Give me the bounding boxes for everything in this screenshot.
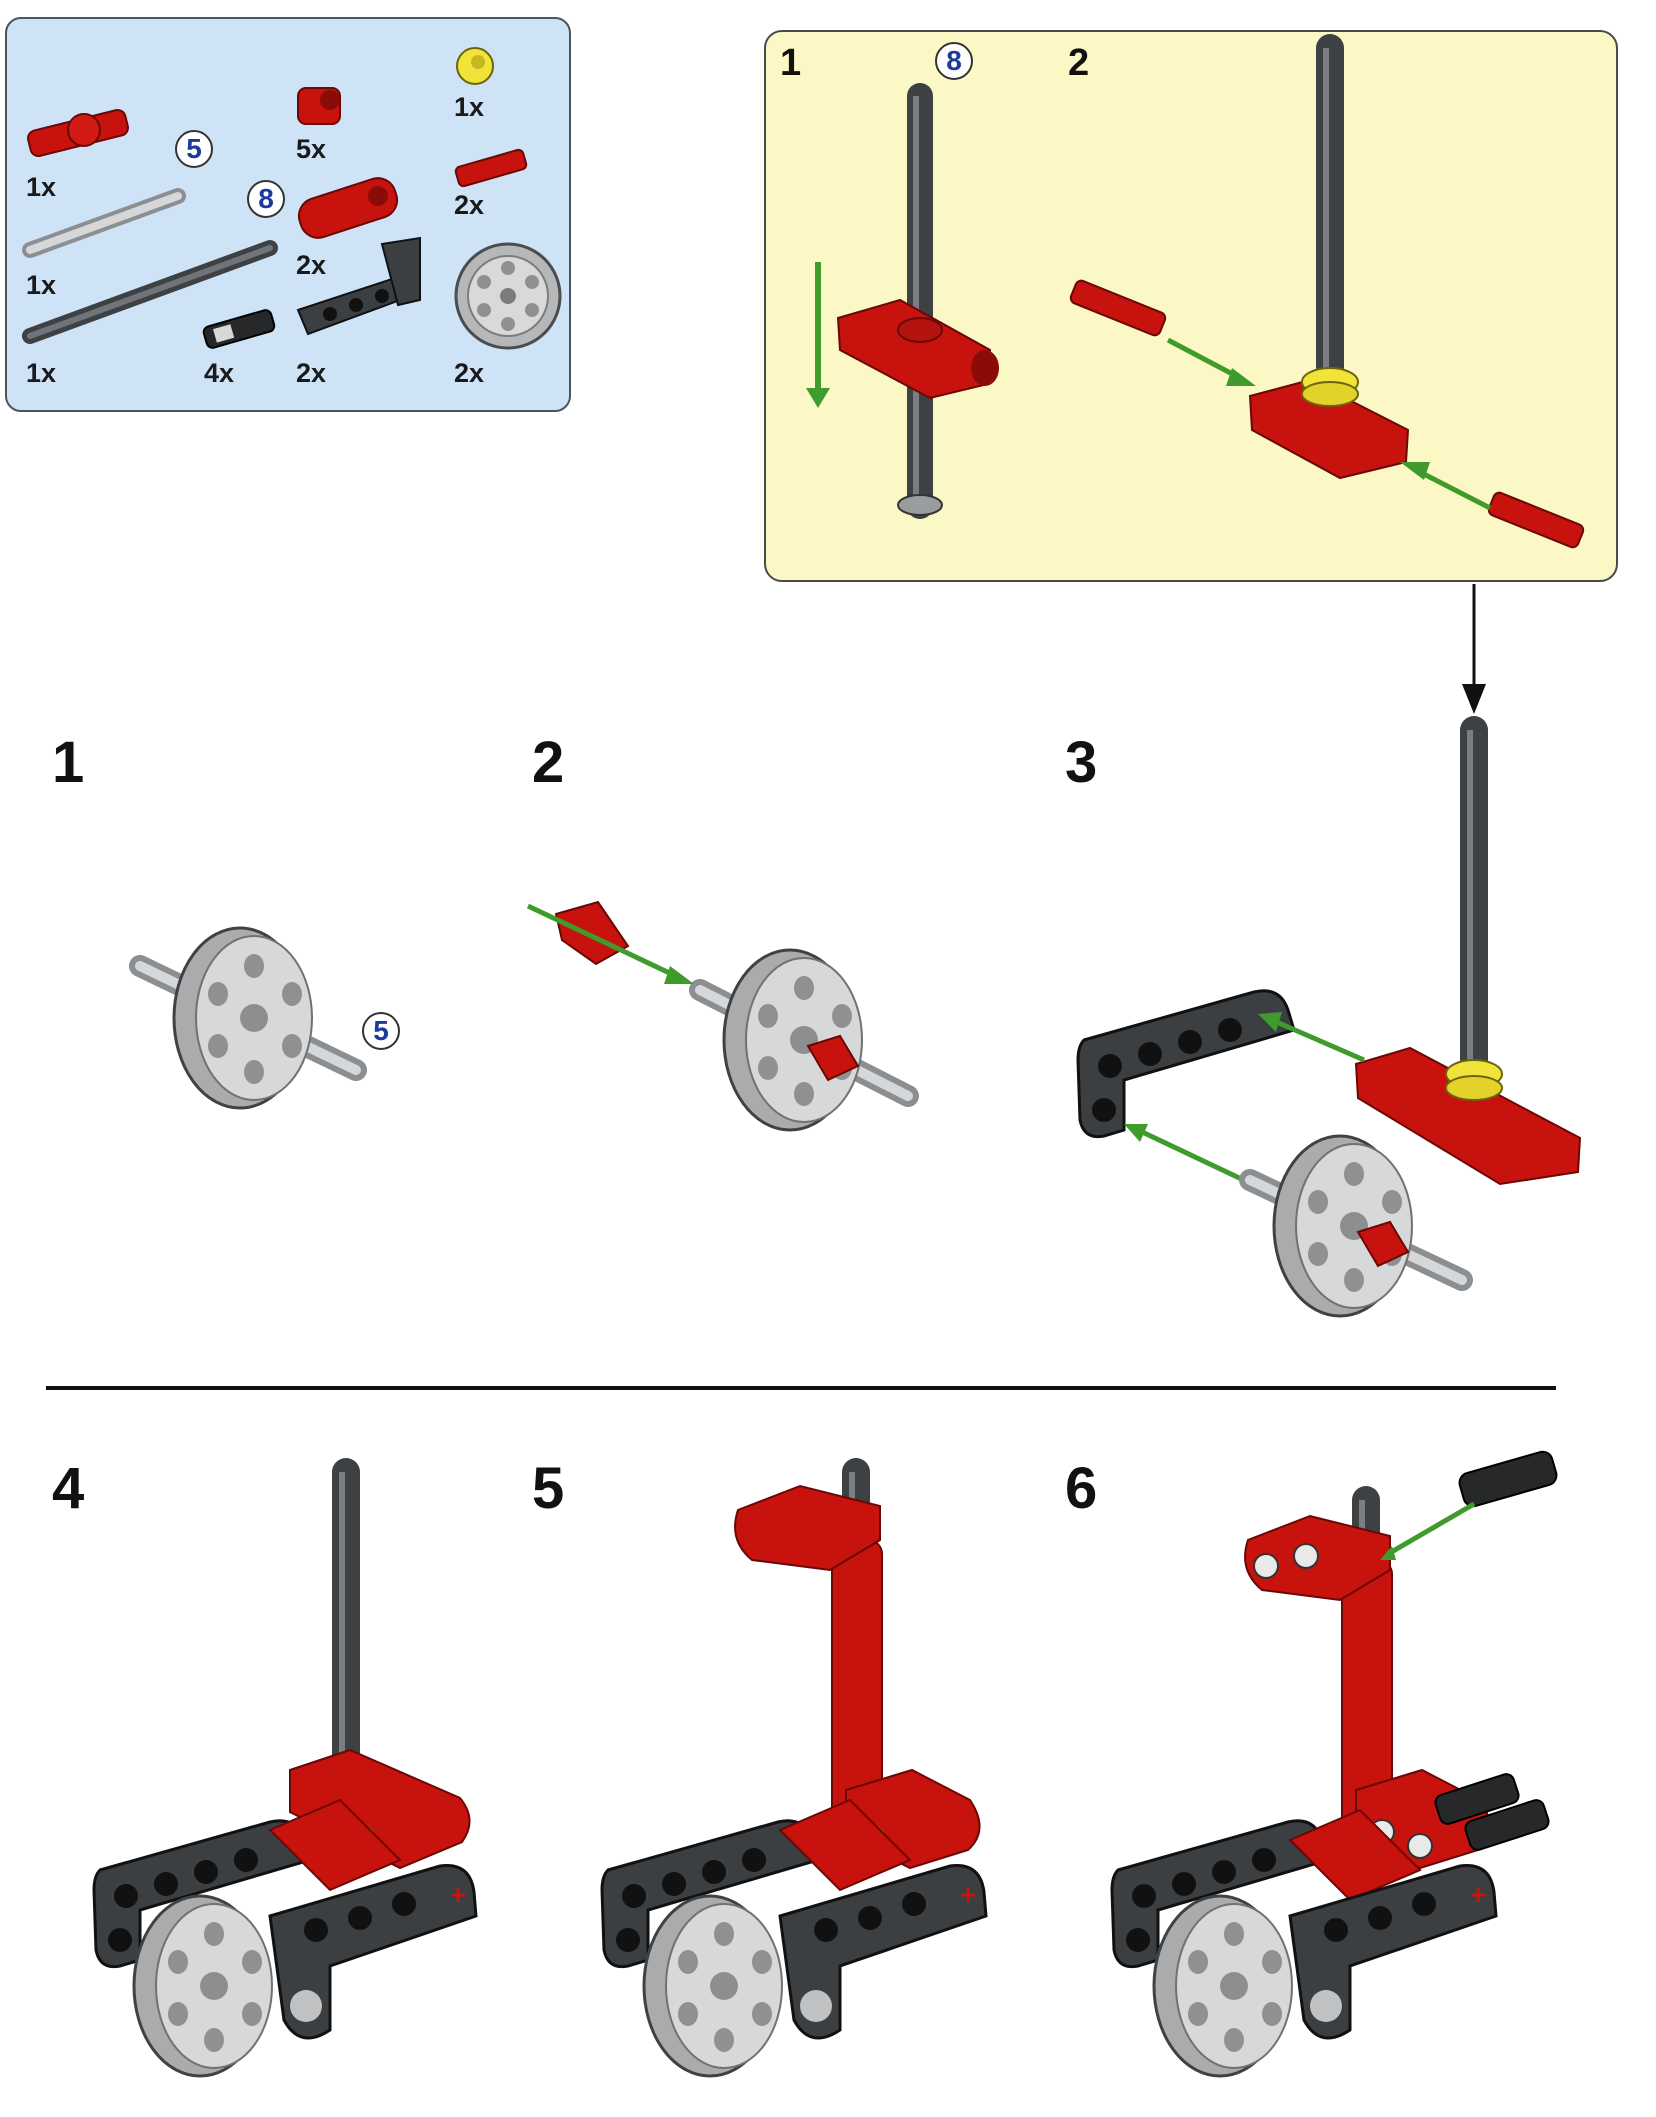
- red-thick-beam-icon: [297, 177, 399, 239]
- axle-length-callout-5: 5: [175, 130, 213, 168]
- step-3-diagram: [1076, 716, 1582, 1318]
- qty-dark-grey-axle-8: 1x: [26, 358, 57, 388]
- yellow-half-bushing-icon: [456, 47, 494, 85]
- step-5-diagram: +: [600, 1458, 988, 2078]
- qty-red-axle-connector: 1x: [26, 172, 57, 202]
- qty-red-bushing: 5x: [296, 134, 327, 164]
- qty-black-friction-pin: 4x: [204, 358, 235, 388]
- section-divider: [46, 1386, 1556, 1390]
- grey-wheel-icon: [454, 242, 562, 350]
- axle-length-callout-8: 8: [247, 180, 285, 218]
- step-4-diagram: +: [92, 1458, 478, 2078]
- qty-yellow-half-bushing: 1x: [454, 92, 485, 122]
- step-5-number: 5: [532, 1456, 565, 1521]
- sub-step-2-diagram: [1069, 34, 1585, 549]
- sub-step-1-diagram: [806, 83, 999, 519]
- step-1-number: 1: [52, 730, 85, 795]
- step-6-number: 6: [1065, 1456, 1098, 1521]
- red-bushing-icon: [297, 87, 341, 125]
- step-2-number: 2: [532, 730, 565, 795]
- svg-text:+: +: [960, 1879, 976, 1910]
- sub-step-2-number: 2: [1068, 42, 1090, 84]
- step-2-diagram: [526, 900, 919, 1132]
- svg-text:+: +: [450, 1879, 466, 1910]
- red-axle-pin-icon: [454, 148, 528, 188]
- step-6-diagram: +: [1110, 1450, 1558, 2078]
- dark-grey-l-beam-icon: [296, 236, 421, 336]
- grey-axle-5-icon: [22, 188, 186, 258]
- sub-assembly-down-arrow-head: [1462, 684, 1486, 714]
- qty-dark-grey-l-beam: 2x: [296, 358, 327, 388]
- qty-red-thick-beam: 2x: [296, 250, 327, 280]
- svg-text:+: +: [1470, 1879, 1486, 1910]
- step-4-number: 4: [52, 1456, 85, 1521]
- step-1-diagram: [129, 926, 367, 1110]
- red-axle-connector-icon: [27, 108, 129, 158]
- axle-length-callout-8: 8: [935, 42, 973, 80]
- step-3-number: 3: [1065, 730, 1098, 795]
- sub-step-1-number: 1: [780, 42, 802, 84]
- black-friction-pin-icon: [202, 309, 276, 349]
- axle-length-callout-5: 5: [362, 1012, 400, 1050]
- qty-red-axle-pin: 2x: [454, 190, 485, 220]
- qty-grey-axle-5: 1x: [26, 270, 57, 300]
- dark-grey-axle-8-icon: [22, 240, 278, 344]
- qty-grey-wheel: 2x: [454, 358, 485, 388]
